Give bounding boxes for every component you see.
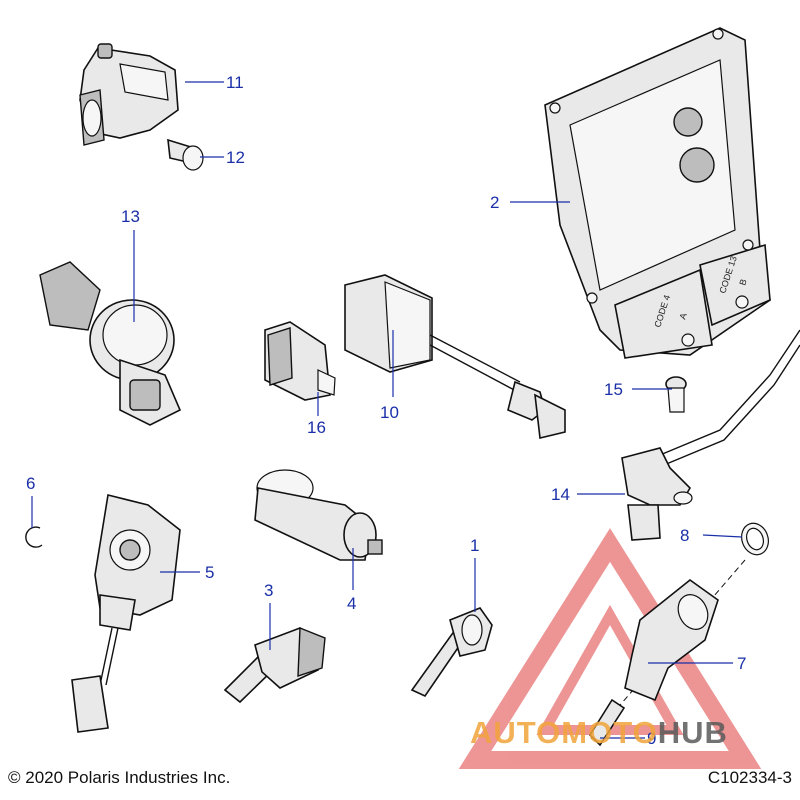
copyright-notice: © 2020 Polaris Industries Inc. [8, 768, 231, 787]
ignition-switch [39, 261, 182, 426]
callout-8: 8 [680, 526, 689, 545]
callout-14: 14 [551, 485, 570, 504]
bolt [665, 376, 687, 413]
callout-4: 4 [347, 594, 356, 613]
callout-13: 13 [121, 207, 140, 226]
leader-lines [31, 81, 743, 739]
watermark-part-b: HUB [657, 715, 728, 750]
sensor-adapter [624, 578, 719, 702]
leader-8 [702, 534, 743, 538]
drawing-number: C102334-3 [707, 768, 792, 787]
callout-12: 12 [226, 148, 245, 167]
callout-labels: 13 11 12 2 10 16 15 14 8 6 5 4 1 3 7 9 [26, 73, 746, 748]
watermark-text: AUTOMOTOHUB [470, 715, 728, 751]
callout-15: 15 [604, 380, 623, 399]
power-socket [254, 469, 383, 561]
callout-9: 9 [647, 729, 656, 748]
callout-1: 1 [470, 536, 479, 555]
dowel-pin [588, 698, 626, 747]
relay-assembly [344, 274, 566, 439]
callout-10: 10 [380, 403, 399, 422]
rocker-switch [264, 321, 336, 401]
ecu-code-a-sub: A [677, 312, 688, 321]
callout-11: 11 [226, 73, 244, 92]
callout-7: 7 [737, 654, 746, 673]
temperature-sensor [223, 626, 326, 704]
ecu-code-b-sub: B [737, 278, 748, 287]
callout-3: 3 [264, 581, 273, 600]
callout-16: 16 [307, 418, 326, 437]
o-ring [741, 522, 769, 556]
retaining-clip [25, 526, 43, 548]
callout-6: 6 [26, 474, 35, 493]
screw [167, 138, 204, 171]
ecu-module: CODE 4 A CODE 13 B [544, 27, 771, 359]
speed-sensor [621, 329, 800, 541]
throttle-position-sensor [71, 494, 181, 733]
callout-5: 5 [205, 563, 214, 582]
watermark-part-a: AUTOMOTO [470, 715, 658, 750]
air-temp-sensor [410, 607, 493, 698]
map-sensor [79, 43, 179, 146]
callout-2: 2 [490, 193, 499, 212]
